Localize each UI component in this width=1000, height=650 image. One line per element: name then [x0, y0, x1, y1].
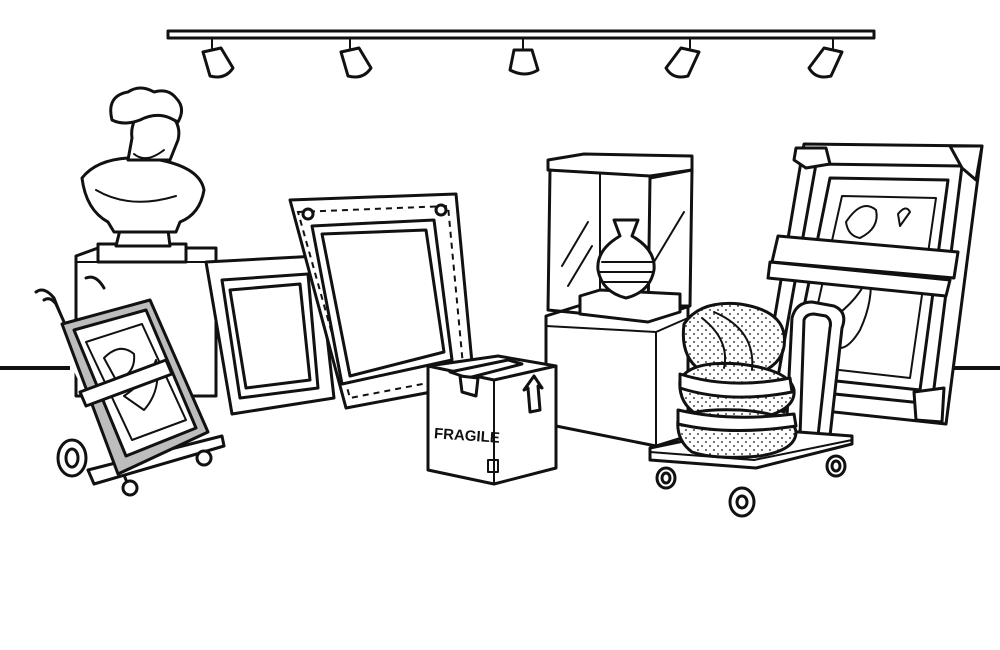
- box-label: FRAGILE: [434, 425, 501, 447]
- fragile-box: FRAGILE: [426, 354, 558, 486]
- display-case: [544, 152, 694, 448]
- track-light-icon: [508, 37, 540, 76]
- wrapped-sculpture: [676, 301, 798, 459]
- wheel: [825, 454, 847, 478]
- ornate-frame-large: [288, 192, 476, 410]
- sculpture-bust: [80, 86, 206, 234]
- hand-truck-left: [34, 275, 226, 497]
- wheel: [728, 486, 756, 518]
- arrow-up-icon: [522, 374, 544, 414]
- track-light-icon: [201, 37, 235, 79]
- vase: [596, 218, 656, 300]
- wheel: [56, 438, 88, 478]
- ornate-frame-small: [204, 254, 336, 416]
- wheel: [121, 479, 139, 497]
- track-light-icon: [807, 37, 844, 79]
- wheel: [195, 449, 213, 467]
- track-lighting: [166, 29, 876, 79]
- wheel: [655, 466, 677, 490]
- platform-cart: [648, 300, 854, 518]
- track-light-icon: [339, 37, 373, 79]
- track-light-icon: [664, 37, 701, 79]
